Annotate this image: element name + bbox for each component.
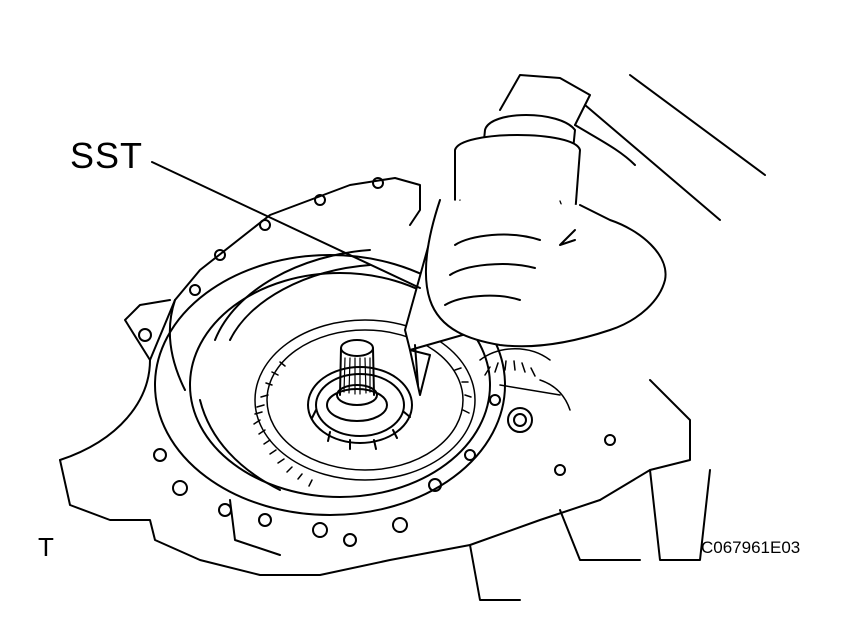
hand xyxy=(426,200,666,346)
toothed-gear-ring xyxy=(254,320,475,486)
case-housing xyxy=(60,178,710,600)
flange-bolt-holes xyxy=(139,178,615,546)
input-shaft xyxy=(327,340,387,421)
arm-sleeve xyxy=(575,75,765,220)
corner-mark: T xyxy=(38,532,54,562)
callout-leader-line xyxy=(152,162,420,288)
figure-id: C067961E03 xyxy=(701,538,801,557)
right-gear-cluster xyxy=(480,349,570,410)
sst-callout-label: SST xyxy=(70,135,144,176)
